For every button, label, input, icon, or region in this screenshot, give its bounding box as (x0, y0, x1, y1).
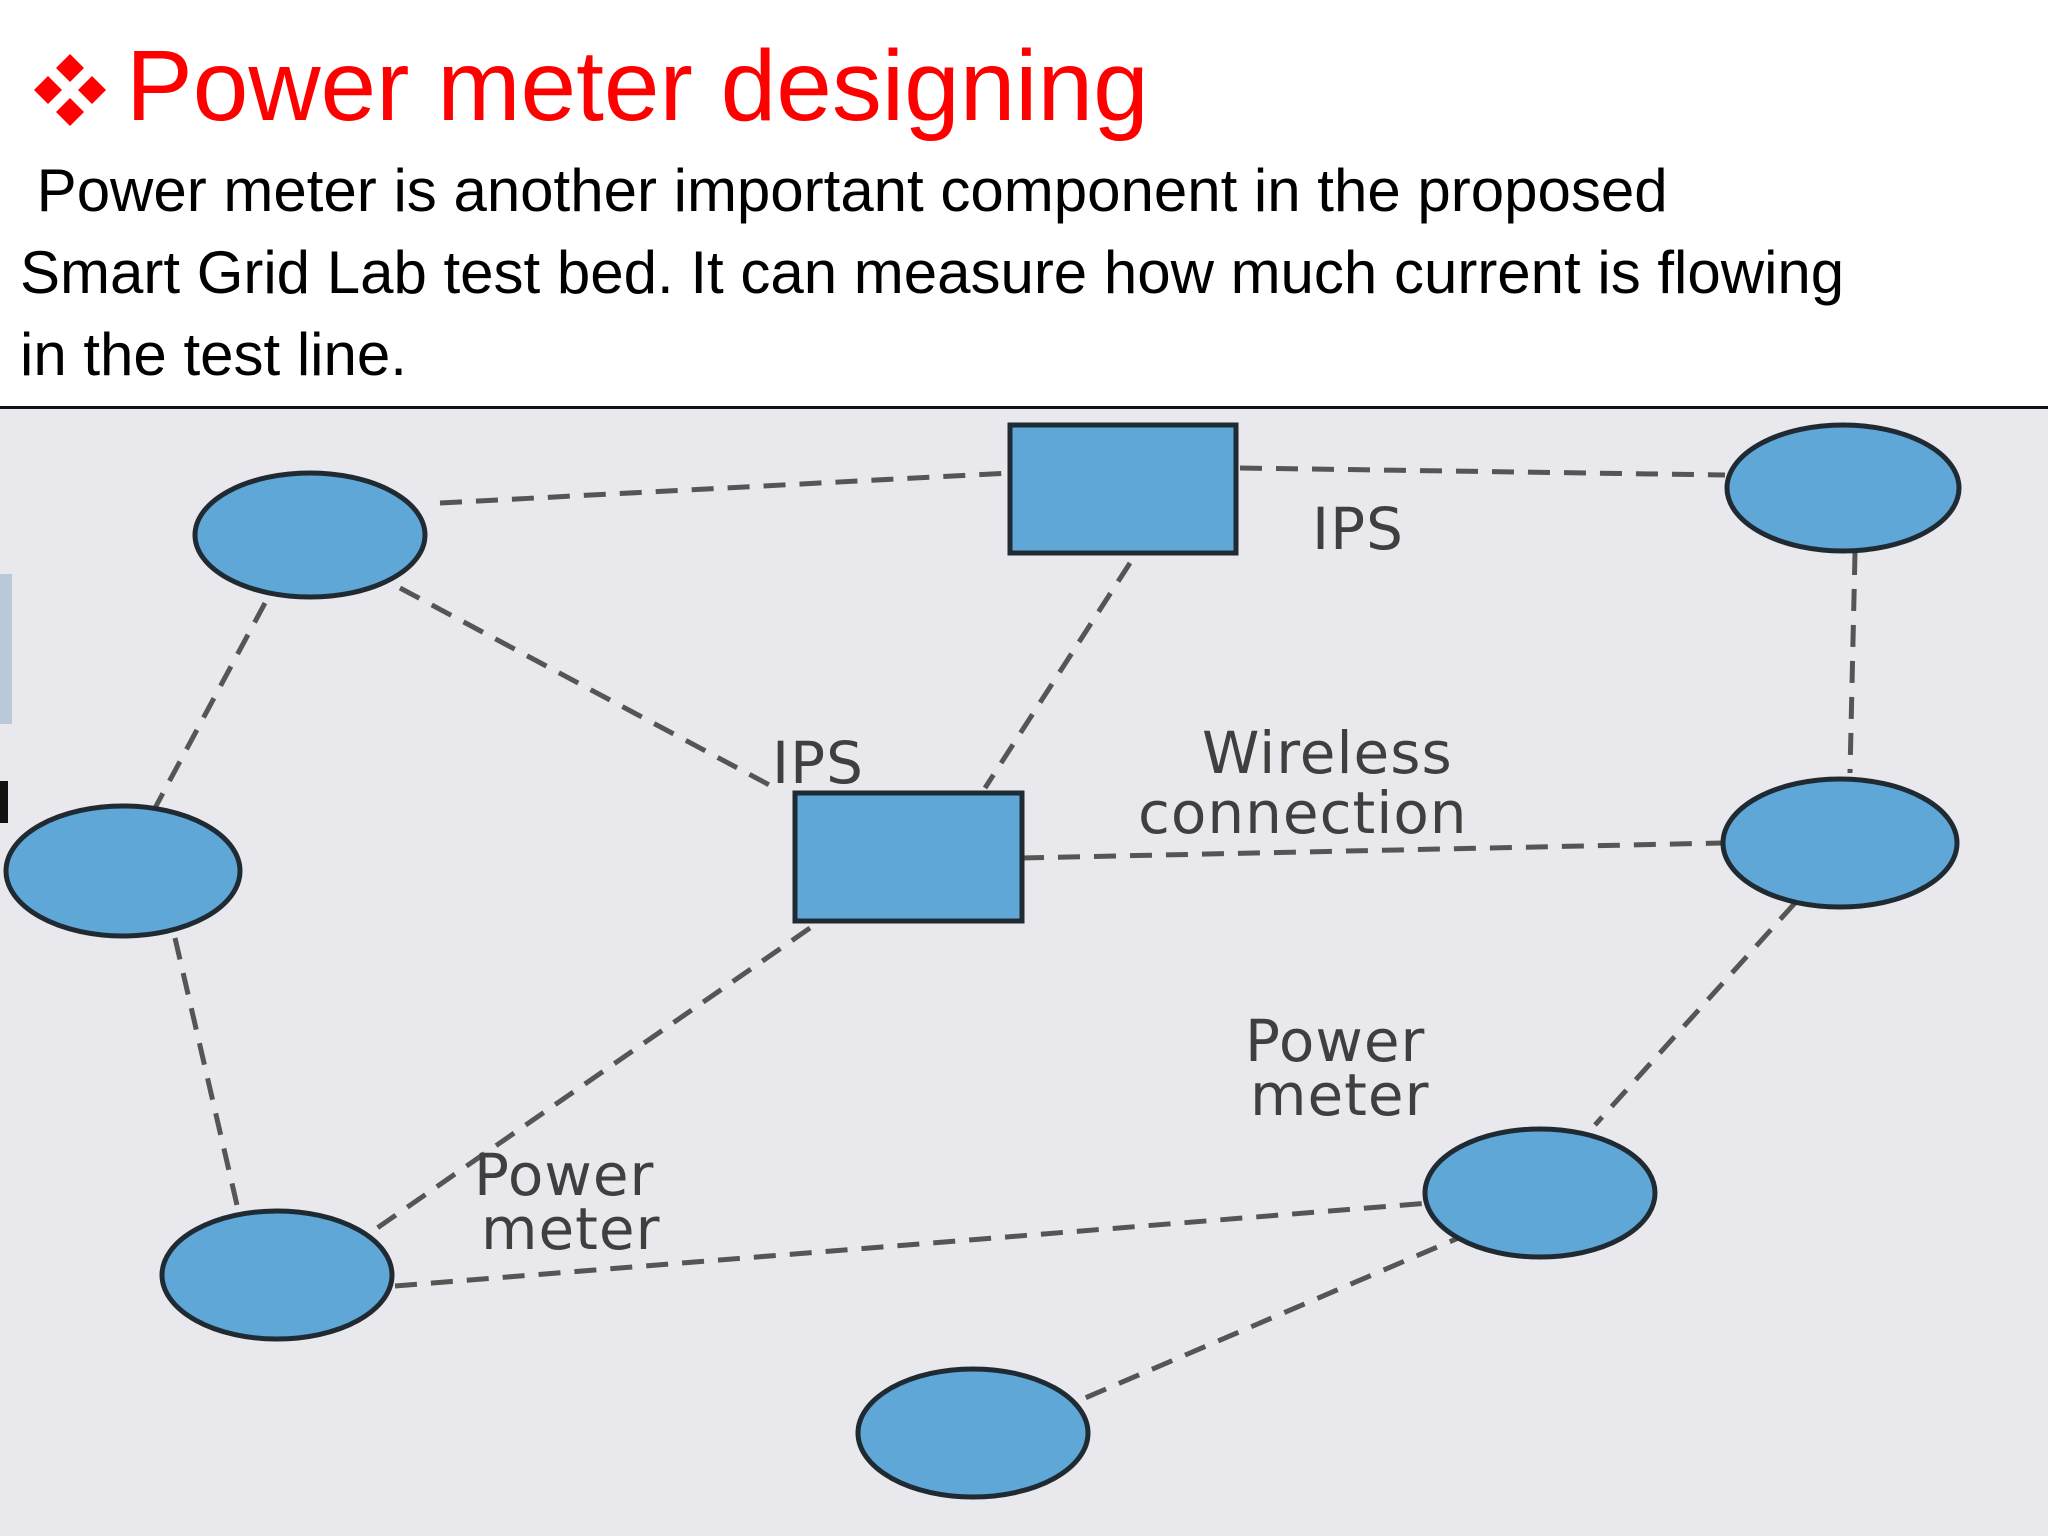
node-power-meter-right (1422, 1126, 1658, 1260)
label-power-meter-left-1: Power (474, 1141, 654, 1209)
node-top-left (192, 470, 428, 600)
label-wireless: Wireless (1202, 719, 1453, 787)
link-right-node-to-br-node (1593, 901, 1797, 1127)
node-top-right (1724, 422, 1962, 554)
link-tl-node-to-left-node (152, 601, 268, 810)
ips-box-top (1007, 422, 1239, 556)
label-power-meter-left-2: meter (481, 1195, 660, 1263)
network-nodes (3, 422, 1962, 1500)
label-ips-top: IPS (1312, 495, 1404, 563)
cropped-image-edge (0, 574, 12, 724)
link-left-node-to-bl-node (172, 937, 243, 1219)
body-line: Smart Grid Lab test bed. It can measure … (20, 239, 1845, 306)
slide-body-text: Power meter is another important compone… (20, 150, 1980, 396)
body-line: in the test line. (20, 321, 407, 388)
link-tl-node-to-center-ips (398, 585, 777, 791)
network-diagram: IPS IPS Wireless connection Power meter … (0, 406, 2048, 1536)
node-right (1720, 776, 1960, 910)
link-center-ips-to-bl-node (368, 925, 812, 1236)
network-diagram-graphic: IPS IPS Wireless connection Power meter … (3, 422, 1962, 1500)
slide-title: Power meter designing (28, 26, 1149, 146)
label-connection: connection (1138, 779, 1468, 847)
ips-box-center (792, 790, 1025, 924)
node-power-meter-left (159, 1208, 395, 1342)
slide-title-text: Power meter designing (126, 30, 1149, 142)
cropped-image-edge-dark (0, 781, 8, 823)
label-power-meter-right-2: meter (1250, 1061, 1429, 1129)
link-top-ips-to-tr-node (1239, 465, 1726, 478)
node-bottom (855, 1366, 1091, 1500)
link-br-node-to-bottom-node (1084, 1230, 1471, 1401)
diagram-labels: IPS IPS Wireless connection Power meter … (474, 495, 1468, 1263)
body-line: Power meter is another important compone… (20, 157, 1668, 224)
link-tr-node-to-right-node (1847, 552, 1858, 774)
label-ips-center: IPS (772, 729, 864, 797)
label-power-meter-right-1: Power (1245, 1007, 1425, 1075)
four-diamond-bullet-icon (34, 54, 106, 126)
node-left (3, 803, 243, 939)
wireless-links (152, 465, 1858, 1401)
link-bl-node-to-br-node (394, 1200, 1431, 1289)
link-tl-node-to-top-ips (439, 470, 1011, 506)
link-top-ips-to-center-ips (982, 561, 1133, 790)
link-center-ips-to-right-node (1021, 840, 1723, 861)
